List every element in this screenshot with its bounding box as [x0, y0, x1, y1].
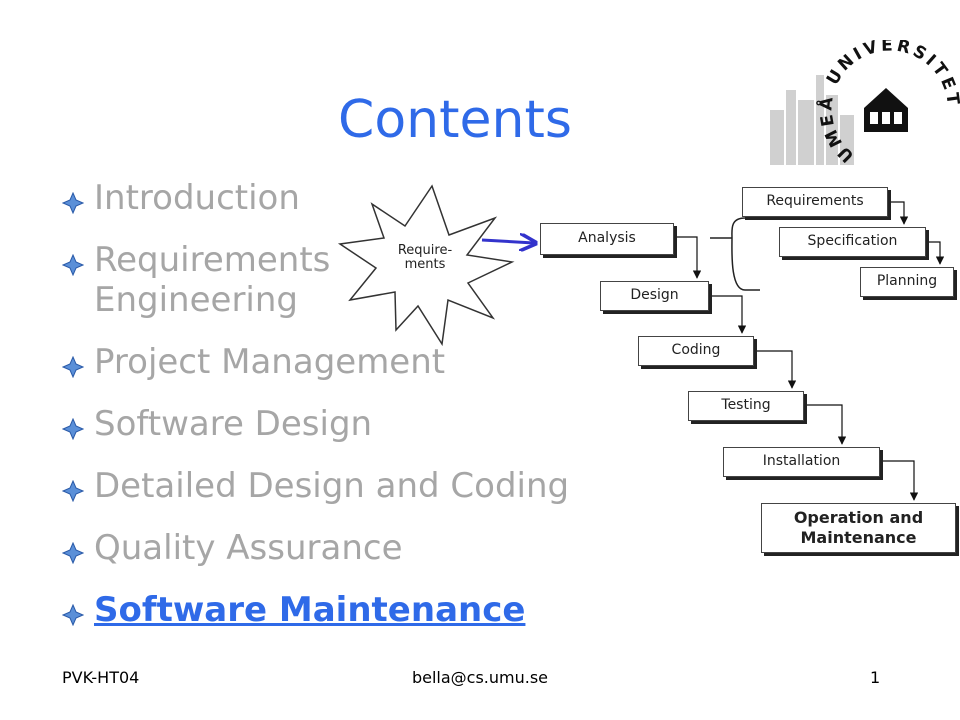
curly-brace	[710, 217, 760, 291]
list-item: Introduction	[62, 178, 622, 218]
flow-box-coding: Coding	[638, 336, 754, 366]
university-logo: UMEÅ UNIVERSITET	[770, 40, 960, 166]
burst-label: Require- ments	[385, 244, 465, 272]
footer-course: PVK-HT04	[62, 668, 140, 687]
list-item-label: Software Design	[94, 404, 373, 444]
flow-box-requirements: Requirements	[742, 187, 888, 217]
flow-box-installation: Installation	[723, 447, 880, 477]
flow-box-design: Design	[600, 281, 709, 311]
footer-page-number: 1	[870, 668, 881, 687]
list-item-label: Introduction	[94, 178, 300, 218]
list-item: Requirements Engineering	[62, 240, 364, 320]
burst-arrow	[481, 240, 534, 243]
connector	[804, 404, 847, 445]
connector	[880, 460, 919, 501]
connector	[709, 295, 747, 334]
footer-email: bella@cs.umu.se	[411, 668, 549, 687]
flow-box-testing: Testing	[688, 391, 804, 421]
flow-box-planning: Planning	[860, 267, 954, 297]
slide-title: Contents	[338, 90, 572, 150]
list-item: Project Management	[62, 342, 622, 382]
list-item-label: Detailed Design and Coding	[94, 466, 570, 506]
connector	[926, 241, 945, 265]
list-item: Quality Assurance	[62, 528, 622, 568]
flow-box-operation-line: Operation and	[793, 508, 924, 527]
flow-box-operation: Operation and Maintenance	[761, 503, 956, 553]
flow-box-specification: Specification	[779, 227, 926, 257]
burst-label-line: ments	[404, 257, 446, 272]
diamond-bullet-icon	[62, 542, 84, 564]
list-item: Software Design	[62, 404, 622, 444]
flow-box-analysis: Analysis	[540, 223, 674, 255]
requirements-burst	[337, 184, 515, 347]
contents-list: Introduction Requirements Engineering Pr…	[62, 178, 622, 652]
flow-box-operation-line: Maintenance	[800, 528, 917, 547]
list-item-label: Requirements Engineering	[94, 240, 331, 320]
list-item-label[interactable]: Software Maintenance	[94, 590, 526, 630]
diamond-bullet-icon	[62, 254, 84, 276]
connector	[674, 236, 702, 279]
list-item-label: Quality Assurance	[94, 528, 403, 568]
skyline-icon	[770, 75, 854, 165]
connector	[888, 201, 909, 225]
list-item-active[interactable]: Software Maintenance	[62, 590, 622, 630]
diamond-bullet-icon	[62, 192, 84, 214]
list-item: Detailed Design and Coding	[62, 466, 622, 506]
building-icon	[864, 88, 908, 132]
diamond-bullet-icon	[62, 418, 84, 440]
burst-label-line: Require-	[397, 243, 453, 258]
diamond-bullet-icon	[62, 356, 84, 378]
connector	[754, 350, 797, 389]
diamond-bullet-icon	[62, 480, 84, 502]
diamond-bullet-icon	[62, 604, 84, 626]
list-item-label: Project Management	[94, 342, 446, 382]
